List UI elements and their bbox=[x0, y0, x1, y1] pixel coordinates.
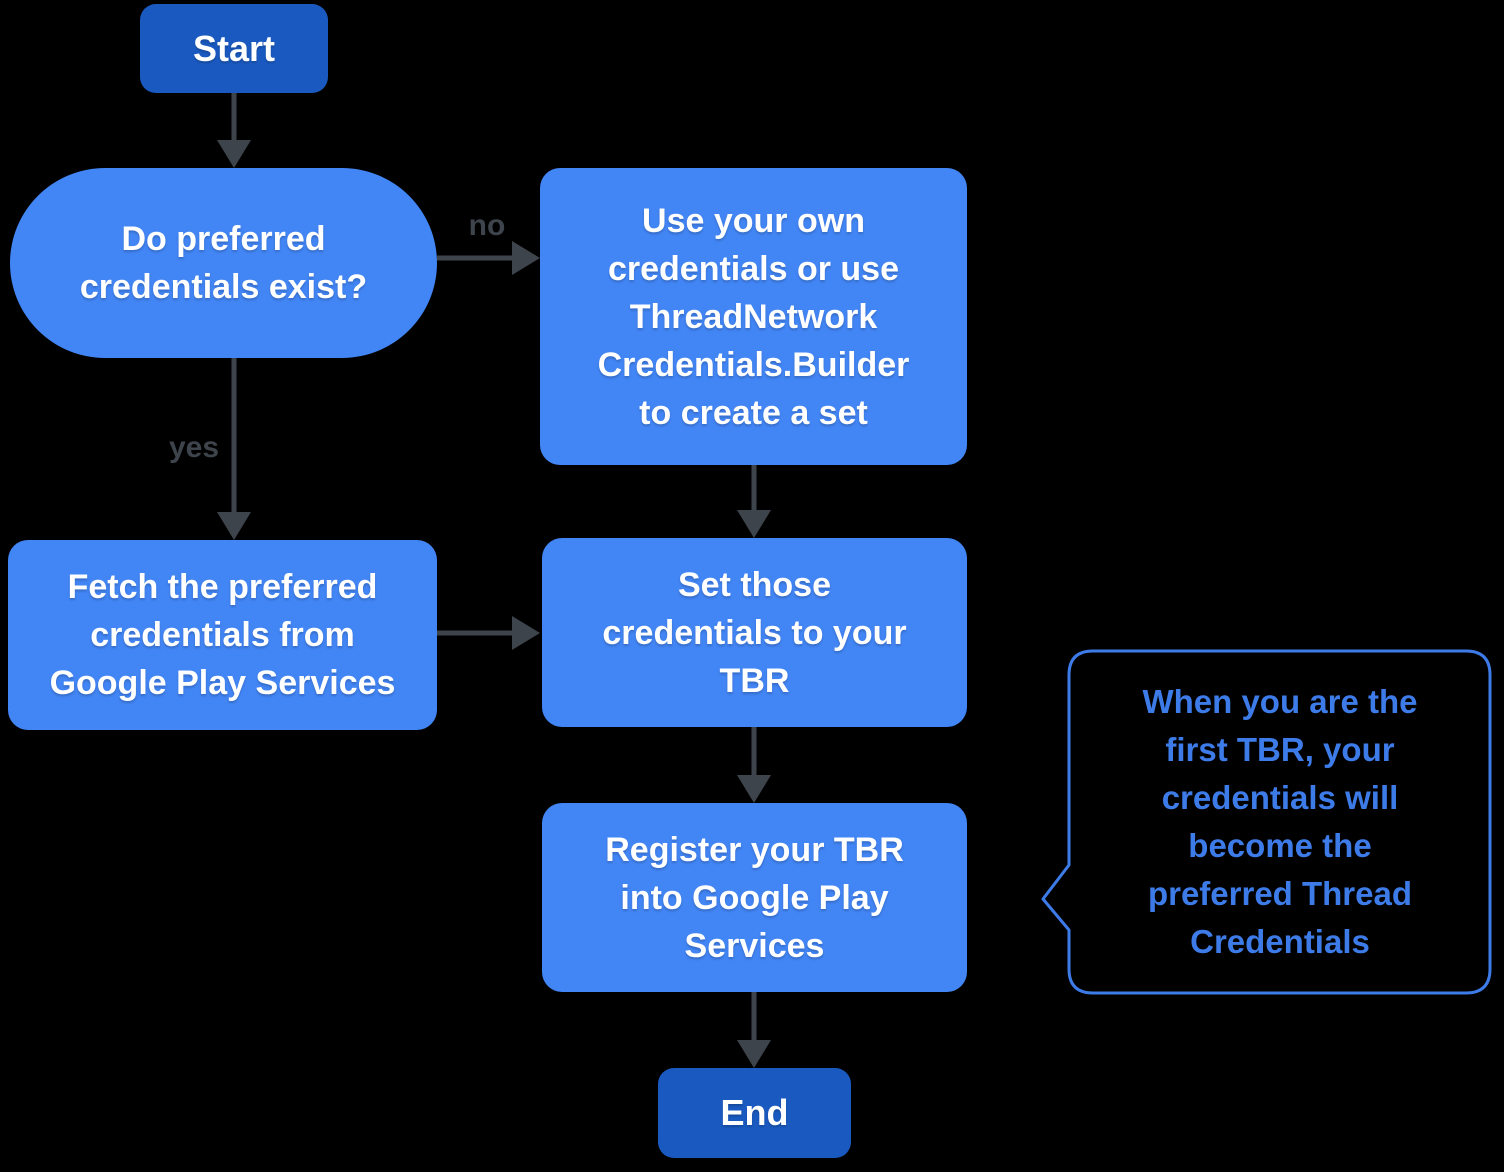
callout-bubble bbox=[1041, 649, 1492, 995]
node-use-own-credentials: Use your own credentials or use ThreadNe… bbox=[540, 168, 967, 465]
arrow-start-to-decision bbox=[217, 93, 251, 168]
arrow-decision-to-use-own bbox=[437, 241, 540, 275]
node-set-credentials-to-tbr: Set those credentials to your TBR bbox=[542, 538, 967, 727]
node-end: End bbox=[658, 1068, 851, 1158]
arrow-set-to-register bbox=[737, 727, 771, 803]
node-fetch-preferred-credentials: Fetch the preferred credentials from Goo… bbox=[8, 540, 437, 730]
node-start: Start bbox=[140, 4, 328, 93]
edge-label-no: no bbox=[468, 209, 506, 242]
callout-note-text: When you are the first TBR, your credent… bbox=[1142, 683, 1418, 960]
node-decision-preferred-credentials: Do preferred credentials exist? bbox=[10, 168, 437, 358]
arrow-fetch-to-set bbox=[437, 616, 540, 650]
node-register-tbr: Register your TBR into Google Play Servi… bbox=[542, 803, 967, 992]
arrow-decision-to-fetch bbox=[217, 358, 251, 540]
edge-label-yes: yes bbox=[168, 431, 220, 464]
arrow-register-to-end bbox=[737, 992, 771, 1068]
arrow-use-own-to-set bbox=[737, 465, 771, 538]
